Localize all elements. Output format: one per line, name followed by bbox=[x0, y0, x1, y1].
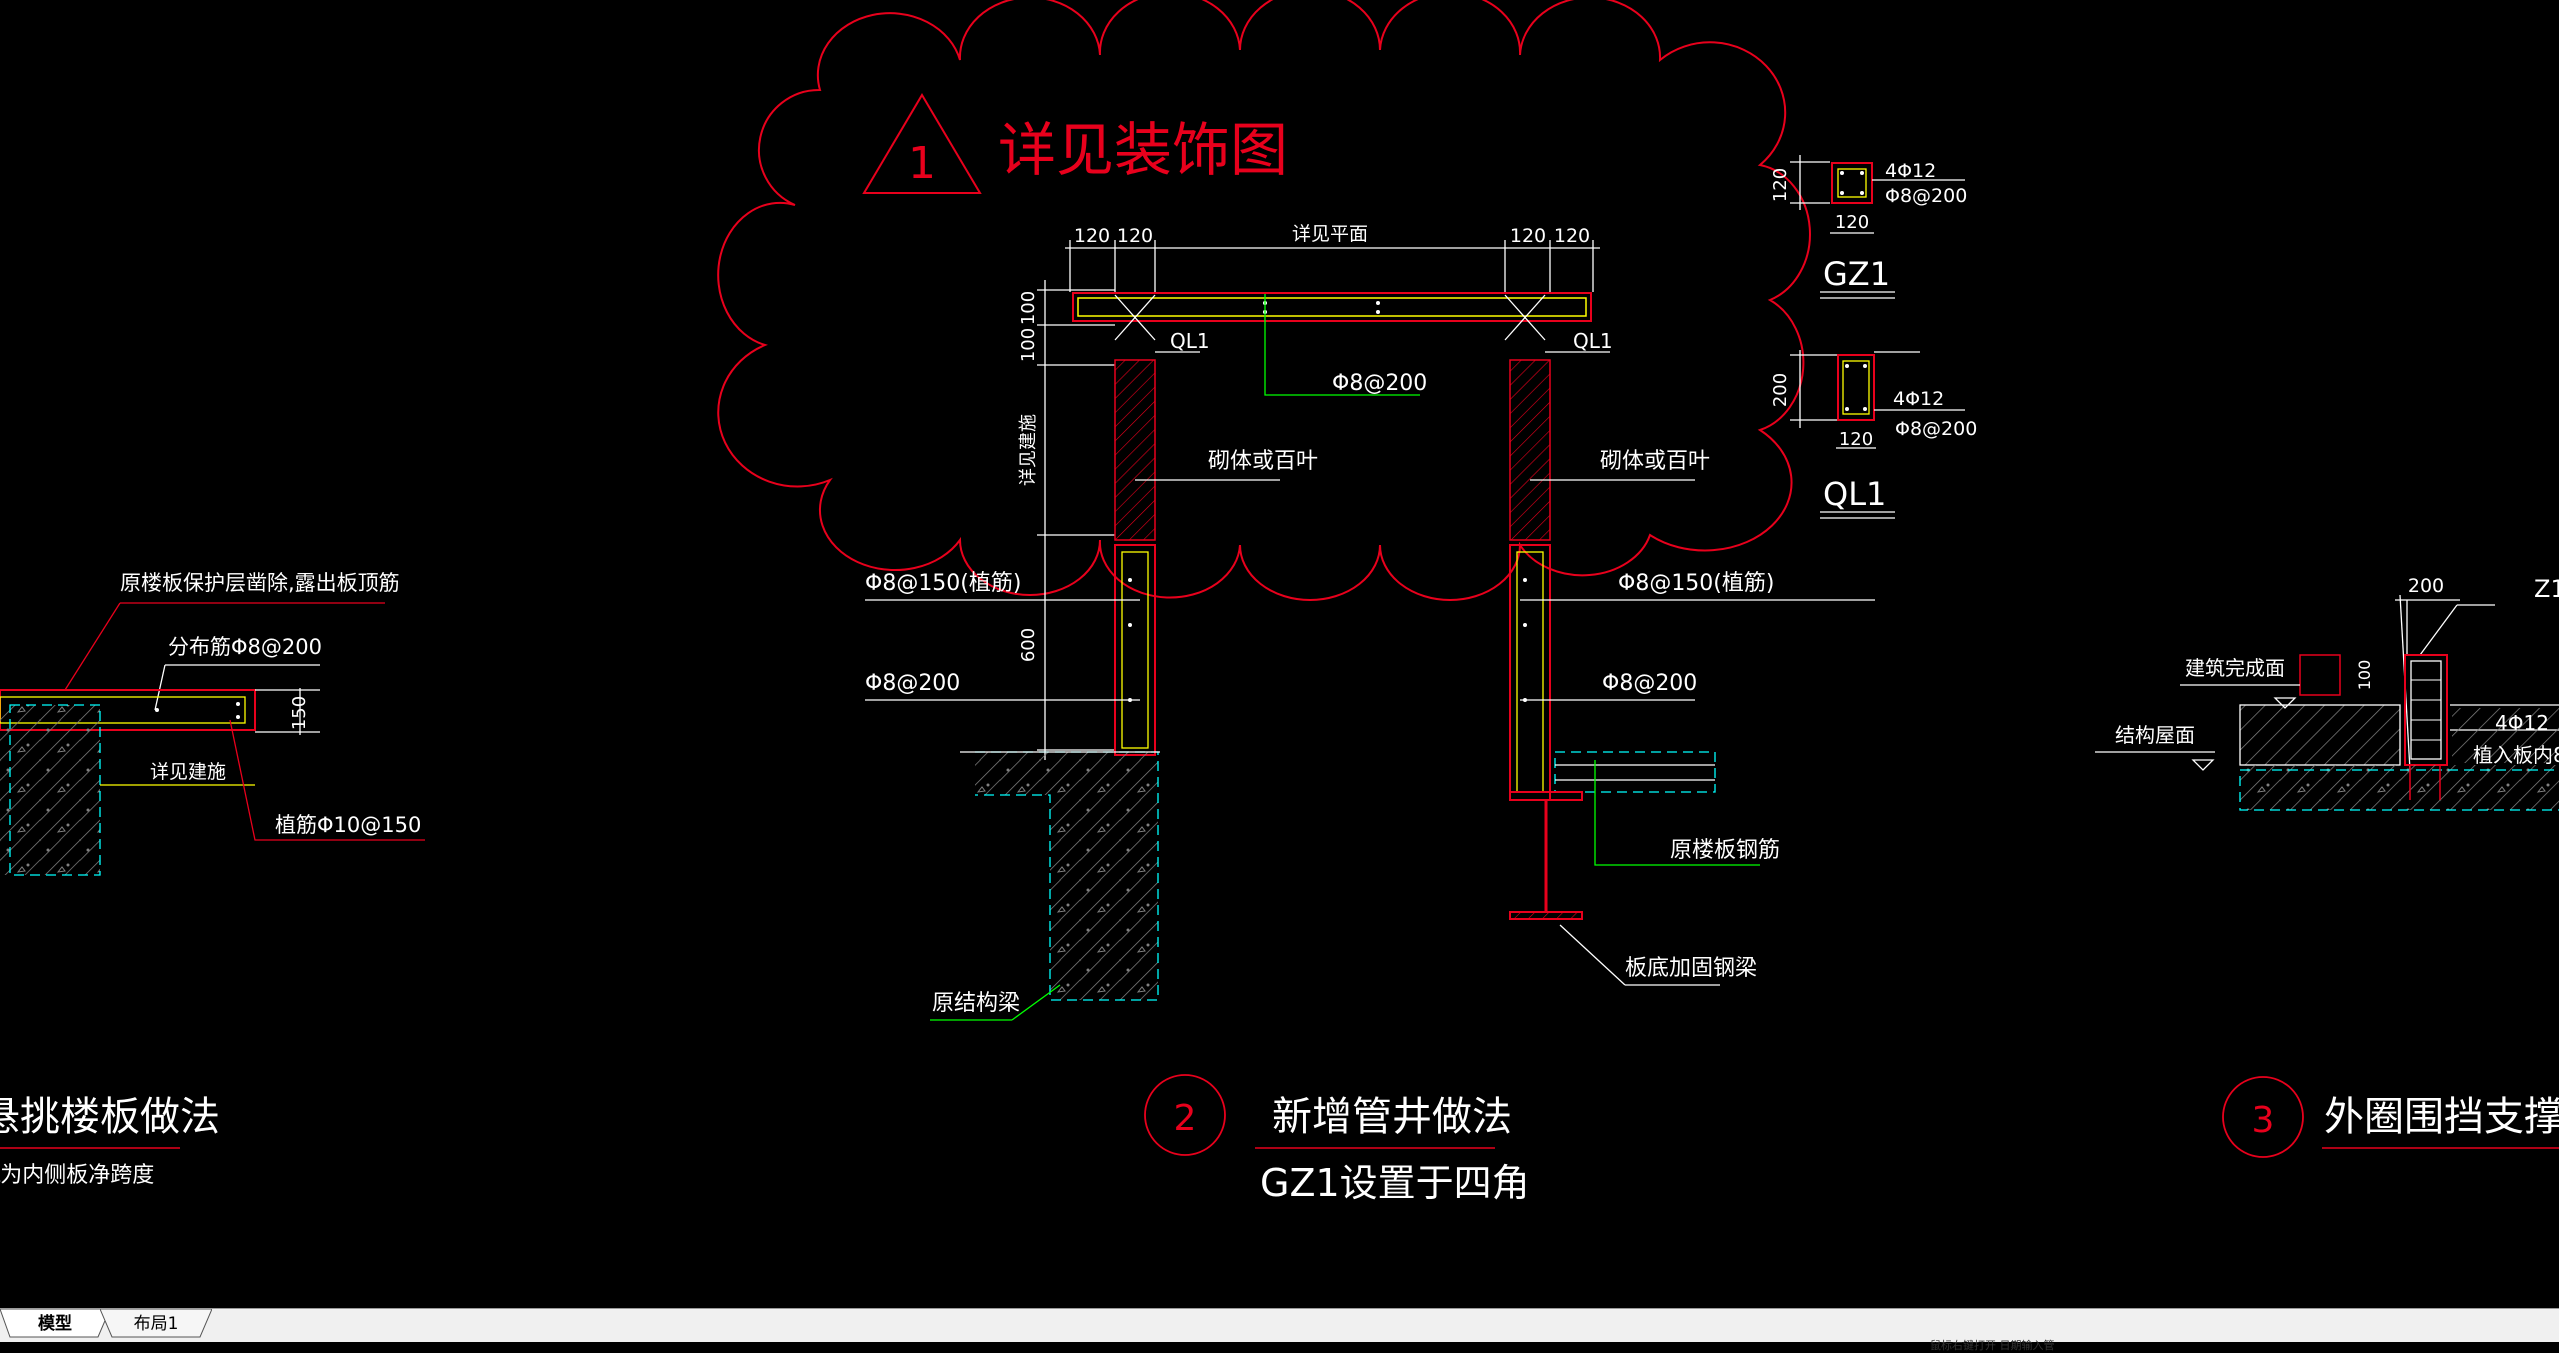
foundation-label-z: Z1 bbox=[2534, 575, 2559, 603]
dim-left-middle: 详见建施 bbox=[1018, 414, 1039, 486]
slab-detail[interactable]: 原楼板保护层凿除,露出板顶筋 分布筋Φ8@200 150 详见建施 植筋Φ10@… bbox=[0, 571, 425, 1188]
foundation-detail[interactable]: 200 Z1 100 建筑完成面 结构屋面 4Φ12 植入板内8d bbox=[2095, 575, 2559, 811]
tab-model[interactable]: 模型 bbox=[0, 1309, 110, 1339]
gz1-section[interactable]: 120 120 4Φ12 Φ8@200 GZ1 bbox=[1770, 155, 1967, 299]
gz1-label: GZ1 bbox=[1823, 255, 1890, 293]
tab-model-label: 模型 bbox=[38, 1314, 72, 1334]
masonry-right-label: 砌体或百叶 bbox=[1600, 449, 1710, 474]
detail-2-subtitle: GZ1设置于四角 bbox=[1260, 1161, 1530, 1205]
detail-2-number: 2 bbox=[1174, 1098, 1197, 1139]
ql1-rebar-tie: Φ8@200 bbox=[1895, 418, 1977, 440]
slab-distribution-rebar: 分布筋Φ8@200 bbox=[168, 635, 322, 659]
dim-middle: 详见平面 bbox=[1292, 223, 1368, 245]
rebar-plant-left: Φ8@150(植筋) bbox=[865, 571, 1021, 596]
slab-dim-150: 150 bbox=[289, 696, 310, 730]
cad-drawing-canvas[interactable]: 1 详见装饰图 120 120 详见平面 120 120 100 100 bbox=[0, 0, 2559, 1308]
layout-tab-bar: 模型 布局1 鼠标右键打开 日期输入管 bbox=[0, 1308, 2559, 1352]
ql1-rebar-main: 4Φ12 bbox=[1893, 388, 1944, 410]
tab-layout1-shape bbox=[100, 1309, 212, 1338]
rebar-200-right: Φ8@200 bbox=[1602, 671, 1697, 696]
revision-triangle bbox=[862, 93, 982, 194]
steel-beam-label: 板底加固钢梁 bbox=[1625, 956, 1757, 981]
dim-top-2: 120 bbox=[1117, 225, 1153, 247]
foundation-finish-floor: 建筑完成面 bbox=[2185, 656, 2285, 680]
ql1-label: QL1 bbox=[1823, 475, 1886, 513]
gz1-rebar-main: 4Φ12 bbox=[1885, 160, 1936, 182]
detail-2-title-text: 新增管井做法 bbox=[1272, 1094, 1512, 1140]
rebar-center-label: Φ8@200 bbox=[1332, 371, 1427, 396]
foundation-structural-roof: 结构屋面 bbox=[2115, 723, 2195, 747]
foundation-rebar-plant: 植入板内8d bbox=[2473, 743, 2559, 767]
dim-left-top-2: 100 bbox=[1018, 328, 1039, 362]
slab-planted-rebar: 植筋Φ10@150 bbox=[275, 813, 421, 837]
status-text: 鼠标右键打开 日期输入管 bbox=[1930, 1339, 2055, 1352]
detail-3-title[interactable]: 3 外圈围挡支撑基础做法 bbox=[2222, 1076, 2559, 1158]
tab-layout1-label: 布局1 bbox=[133, 1314, 179, 1334]
shaft-detail[interactable]: 120 120 详见平面 120 120 100 100 详见建施 600 Φ8… bbox=[865, 223, 1875, 1021]
detail-2-title[interactable]: 2 新增管井做法 GZ1设置于四角 bbox=[1144, 1074, 1530, 1205]
original-beam-label: 原结构梁 bbox=[932, 991, 1020, 1016]
gz1-dim-width: 120 bbox=[1835, 212, 1869, 233]
ql1-section[interactable]: 200 120 4Φ12 Φ8@200 QL1 bbox=[1770, 350, 1977, 519]
masonry-left-label: 砌体或百叶 bbox=[1208, 449, 1318, 474]
dim-top-4: 120 bbox=[1554, 225, 1590, 247]
ql1-dim-width: 120 bbox=[1839, 429, 1873, 450]
foundation-dim-100: 100 bbox=[2355, 660, 2374, 691]
ql1-left-label: QL1 bbox=[1170, 329, 1210, 353]
slab-note-top: 原楼板保护层凿除,露出板顶筋 bbox=[120, 571, 400, 595]
foundation-dim-200: 200 bbox=[2408, 575, 2444, 597]
revision-number: 1 bbox=[908, 138, 936, 189]
dim-top-3: 120 bbox=[1510, 225, 1546, 247]
detail-3-number: 3 bbox=[2252, 1100, 2275, 1141]
dim-left-top-1: 100 bbox=[1018, 291, 1039, 325]
ql1-dim-height: 200 bbox=[1770, 373, 1791, 407]
detail-3-title-text: 外圈围挡支撑基础做法 bbox=[2324, 1094, 2559, 1140]
tab-layout1[interactable]: 布局1 bbox=[100, 1309, 212, 1339]
revision-note: 详见装饰图 bbox=[998, 116, 1288, 184]
slab-subtitle: L为内侧板净跨度 bbox=[0, 1163, 154, 1188]
dim-left-bottom: 600 bbox=[1018, 628, 1039, 662]
foundation-rebar-main: 4Φ12 bbox=[2495, 711, 2549, 735]
slab-dim-note: 详见建施 bbox=[150, 761, 226, 783]
revision-cloud[interactable]: 1 详见装饰图 bbox=[717, 0, 1811, 601]
gz1-dim-height: 120 bbox=[1770, 168, 1791, 202]
rebar-plant-right: Φ8@150(植筋) bbox=[1618, 571, 1774, 596]
slab-title: 悬挑楼板做法 bbox=[0, 1094, 220, 1140]
rebar-200-left: Φ8@200 bbox=[865, 671, 960, 696]
original-slab-rebar-label: 原楼板钢筋 bbox=[1670, 838, 1780, 863]
gz1-rebar-tie: Φ8@200 bbox=[1885, 185, 1967, 207]
dim-top-1: 120 bbox=[1074, 225, 1110, 247]
ql1-right-label: QL1 bbox=[1573, 329, 1613, 353]
tab-model-shape bbox=[0, 1309, 110, 1338]
